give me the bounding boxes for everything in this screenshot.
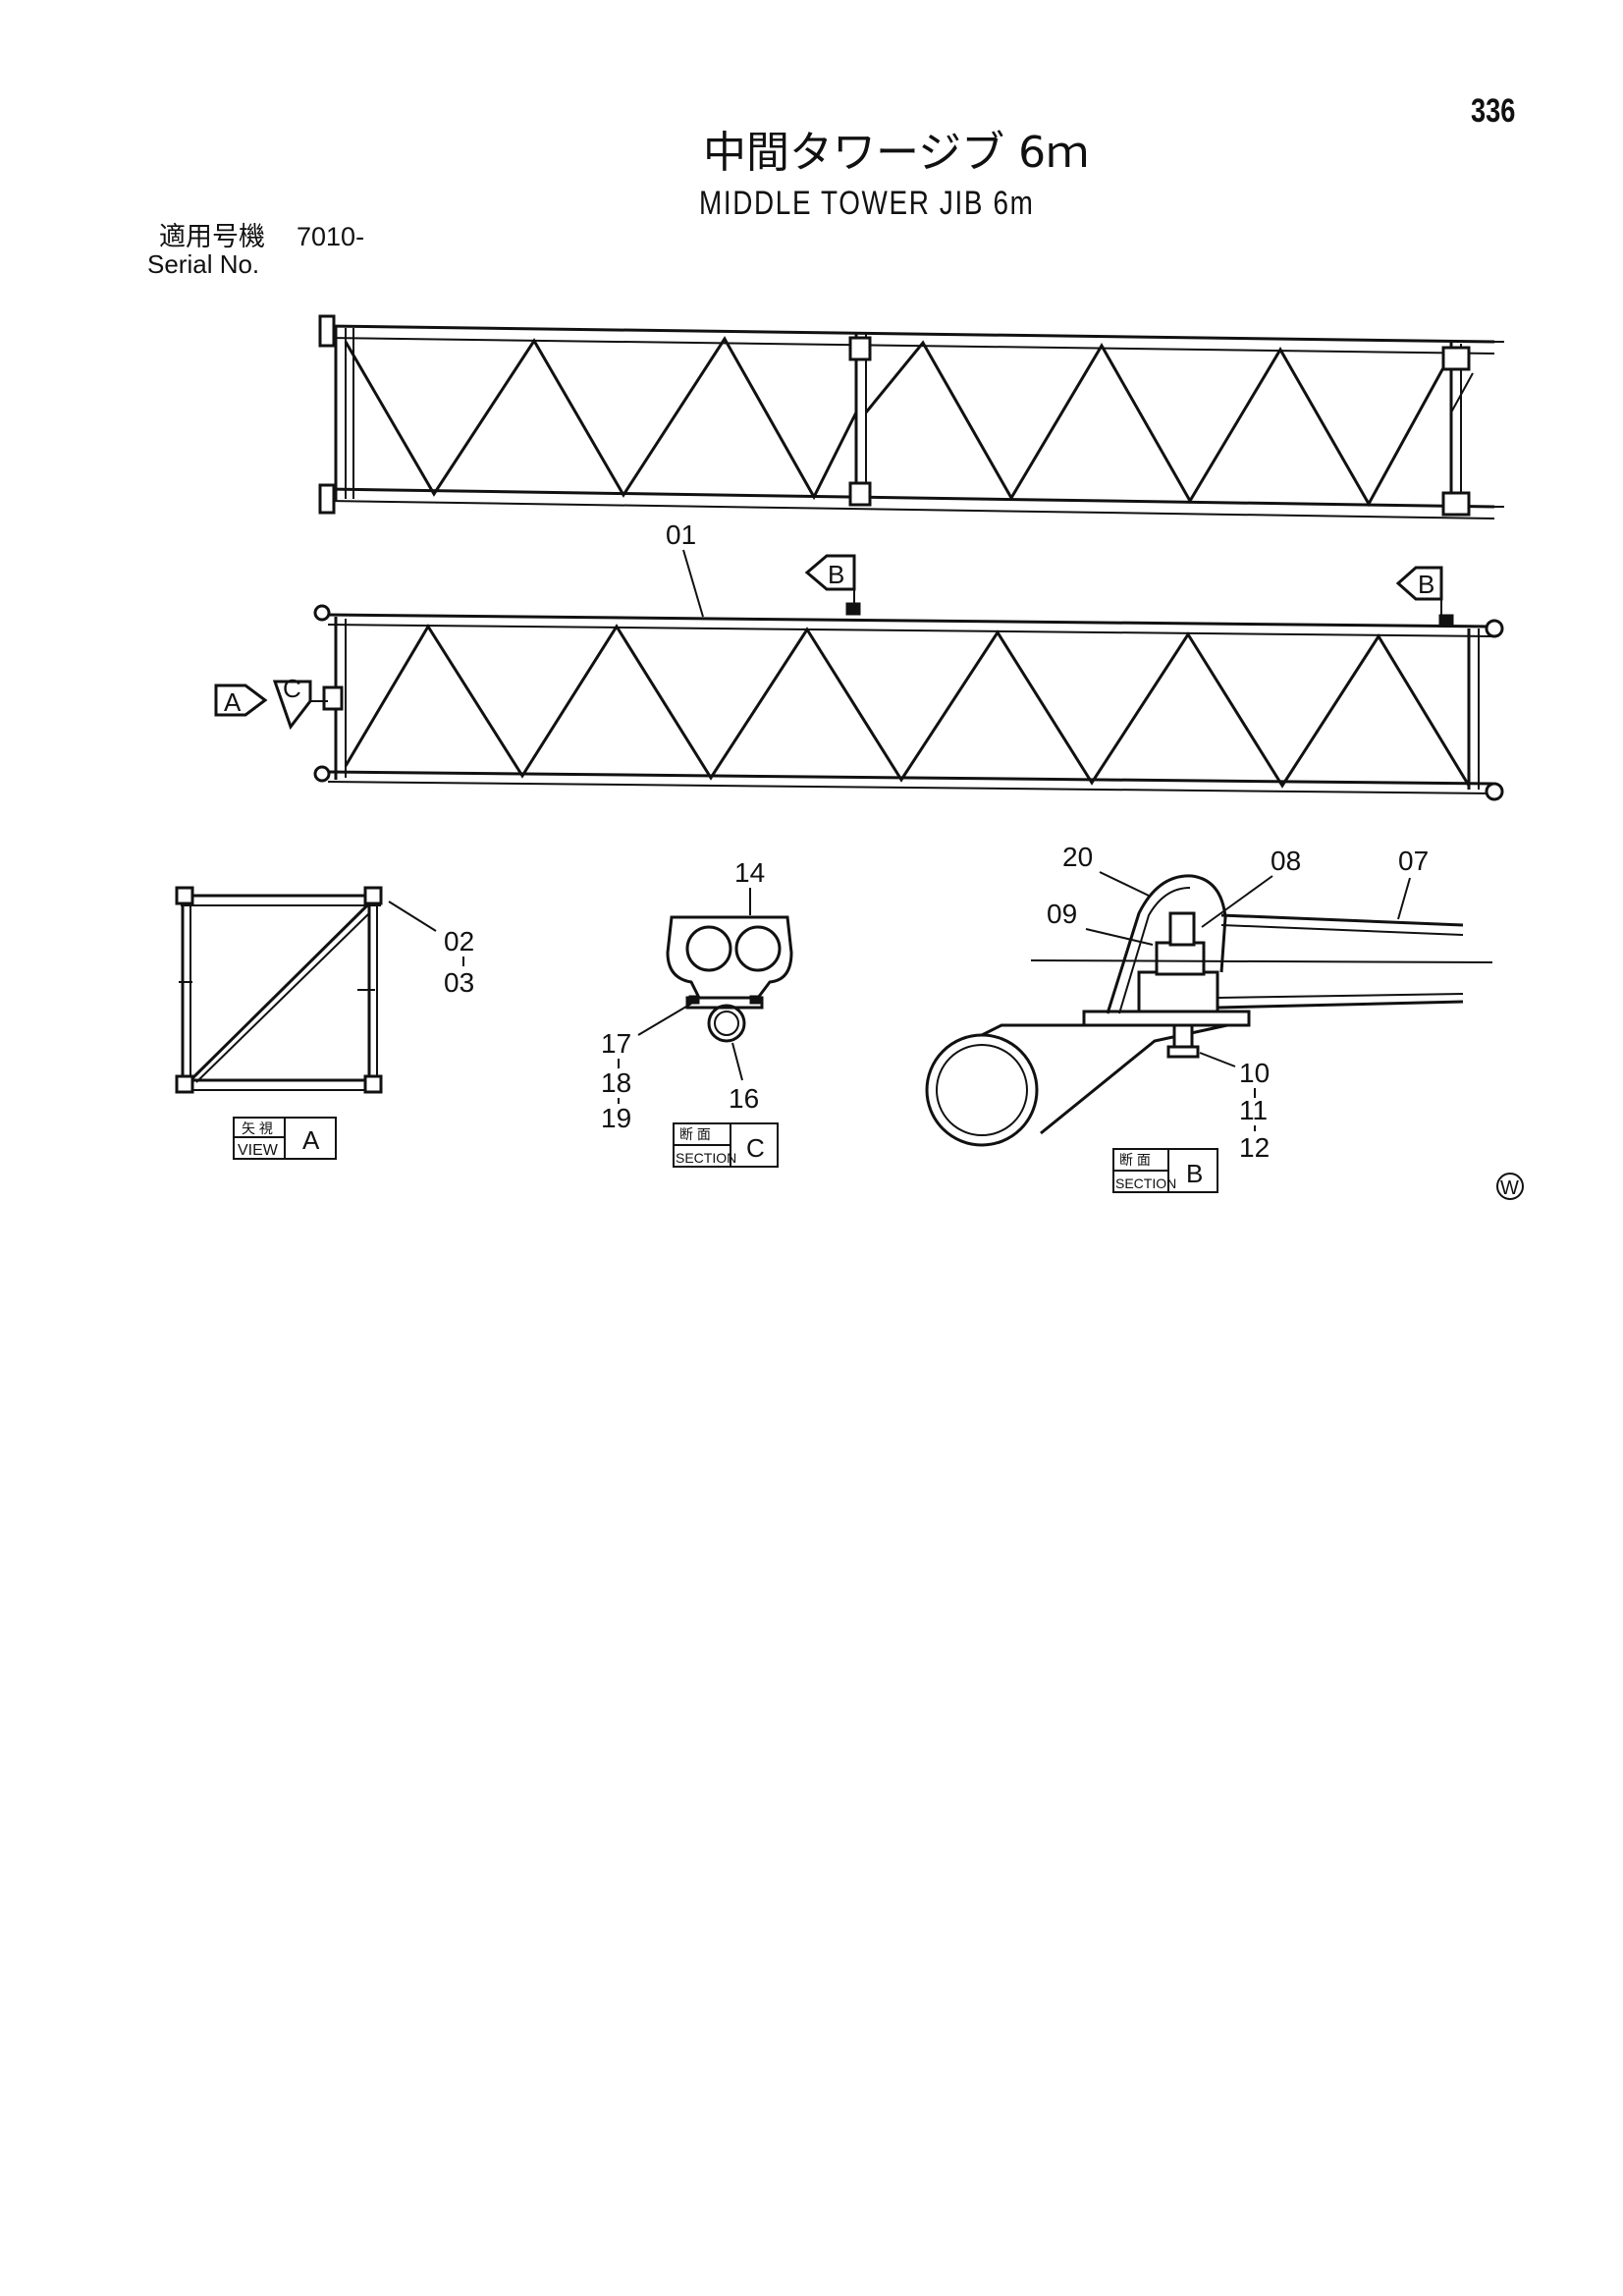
svg-text:B: B [828,560,844,589]
svg-text:SECTION: SECTION [676,1150,736,1166]
svg-text:断 面: 断 面 [1119,1152,1151,1168]
page-number: 336 [1471,92,1516,130]
svg-text:C: C [746,1133,765,1163]
callout-01: 01 [666,519,696,550]
callout-08: 08 [1271,846,1301,876]
view-a-label: 矢 視 VIEW A [233,1117,337,1160]
svg-text:A: A [302,1125,320,1155]
title-english: MIDDLE TOWER JIB 6m [699,185,1035,222]
section-marker-b-2: B [1395,566,1443,615]
svg-text:A: A [224,687,242,717]
serial-value: 7010- [297,222,365,251]
callout-14: 14 [734,857,765,888]
view-marker-a: A [214,683,268,717]
callout-07: 07 [1398,846,1429,876]
section-c-label: 断 面 SECTION C [673,1122,779,1168]
jib-side-view [313,602,1504,801]
callout-11: 11 [1239,1095,1268,1125]
callout-19: 19 [601,1103,631,1133]
callout-18: 18 [601,1067,631,1098]
svg-text:B: B [1186,1159,1203,1188]
section-c-drawing [666,915,793,1043]
svg-text:W: W [1500,1177,1519,1199]
svg-text:B: B [1418,570,1434,599]
callout-17: 17 [601,1028,631,1059]
section-b-label: 断 面 SECTION B [1112,1148,1218,1193]
callout-03: 03 [444,967,474,998]
serial-label-japanese: 適用号機 [159,222,265,252]
svg-text:VIEW: VIEW [238,1142,279,1159]
svg-text:C: C [283,674,301,703]
callout-20: 20 [1062,842,1093,872]
jib-top-view [318,314,1504,519]
title-japanese: 中間タワージブ 6ｍ [703,128,1090,178]
section-marker-c: C [272,674,328,731]
callout-16: 16 [729,1083,759,1114]
callout-02: 02 [444,926,474,957]
section-b-drawing [925,874,1493,1147]
callout-10: 10 [1239,1058,1270,1088]
callout-09: 09 [1047,899,1077,929]
svg-text:矢 視: 矢 視 [242,1121,273,1136]
svg-text:断 面: 断 面 [679,1126,711,1142]
circled-w-icon: W [1496,1173,1524,1200]
callout-12: 12 [1239,1132,1270,1163]
svg-text:SECTION: SECTION [1115,1175,1176,1191]
section-marker-b-1: B [804,554,856,603]
serial-label-english: Serial No. [147,249,260,279]
view-a-drawing [175,886,383,1094]
